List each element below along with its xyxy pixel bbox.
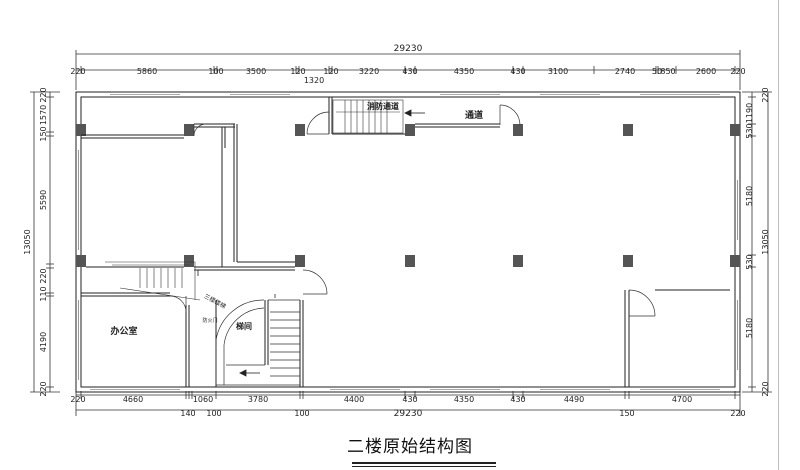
outer-walls <box>75 91 741 393</box>
bottom-dim: 100 <box>206 409 221 418</box>
top-dim: 1320 <box>304 76 324 85</box>
top-dim: 2600 <box>696 67 716 76</box>
top-dim: 850 <box>660 67 675 76</box>
bottom-total-dim: 29230 <box>394 409 423 419</box>
right-dim: 530 <box>745 123 754 138</box>
top-dim: 3500 <box>246 67 266 76</box>
right-dimension-chain <box>742 91 772 393</box>
title-underline <box>352 462 496 464</box>
left-dim: 220 <box>39 381 48 396</box>
stair-arrows <box>197 109 425 377</box>
top-dim: 100 <box>208 67 223 76</box>
right-dim: 220 <box>761 87 770 102</box>
right-dim: 530 <box>745 254 754 269</box>
drawing-title: 二楼原始结构图 <box>347 437 473 457</box>
top-dim: 220 <box>730 67 745 76</box>
bottom-dim: 1060 <box>193 395 213 404</box>
bottom-dim: 140 <box>180 409 195 418</box>
top-dim: 2740 <box>615 67 635 76</box>
bottom-dim: 4700 <box>672 395 692 404</box>
top-dim: 3220 <box>359 67 379 76</box>
bottom-dim: 4400 <box>344 395 364 404</box>
right-dim: 1190 <box>745 103 754 123</box>
fire-passage-label: 消防通道 <box>367 101 399 111</box>
left-dim: 1570 <box>39 105 48 125</box>
right-dim: 5180 <box>745 318 754 338</box>
bottom-dim: 100 <box>294 409 309 418</box>
bottom-dim: 4660 <box>123 395 143 404</box>
left-dim: 220 <box>39 87 48 102</box>
top-dim: 430 <box>510 67 525 76</box>
left-dim: 5590 <box>39 190 48 210</box>
office-label: 办公室 <box>110 325 137 337</box>
top-dimension-chain <box>75 50 741 90</box>
top-dim: 430 <box>402 67 417 76</box>
bottom-dim: 430 <box>402 395 417 404</box>
right-dim: 5180 <box>745 186 754 206</box>
door-swings <box>169 104 656 317</box>
third-floor-stair-note: 三楼楼梯 <box>202 292 227 310</box>
side-windows <box>78 150 738 380</box>
upper-stair <box>332 99 404 134</box>
top-dim: 3100 <box>548 67 568 76</box>
title-underline-thin <box>352 466 496 467</box>
left-dim: 220 <box>39 268 48 283</box>
left-dim: 150 <box>39 126 48 141</box>
curved-stair <box>215 299 300 386</box>
bottom-dim: 4490 <box>564 395 584 404</box>
top-dim: 50 <box>652 67 662 76</box>
bottom-dim: 220 <box>730 409 745 418</box>
bottom-dim: 150 <box>619 409 634 418</box>
passage-label: 通道 <box>465 109 483 121</box>
bottom-dim: 3780 <box>248 395 268 404</box>
structural-columns <box>76 124 740 267</box>
top-dim: 220 <box>70 67 85 76</box>
right-total-dim: 13050 <box>761 229 770 254</box>
top-total-dim: 29230 <box>394 44 423 54</box>
interior-walls <box>81 97 730 387</box>
left-total-dim: 13050 <box>23 229 32 254</box>
left-dimension-chain <box>30 91 60 393</box>
top-dim: 5860 <box>137 67 157 76</box>
bottom-dim: 220 <box>70 395 85 404</box>
bottom-dim: 430 <box>510 395 525 404</box>
top-dim: 120 <box>290 67 305 76</box>
page-edge-line <box>778 0 779 470</box>
right-dim: 220 <box>761 381 770 396</box>
fire-door-note: 防火门 <box>202 317 217 324</box>
left-dim: 110 <box>39 286 48 301</box>
bottom-dim: 4350 <box>454 395 474 404</box>
left-stair <box>105 261 201 301</box>
left-dim: 4190 <box>39 332 48 352</box>
top-dim: 4350 <box>454 67 474 76</box>
stair-room-label: 梯间 <box>236 321 252 331</box>
top-dim: 120 <box>323 67 338 76</box>
